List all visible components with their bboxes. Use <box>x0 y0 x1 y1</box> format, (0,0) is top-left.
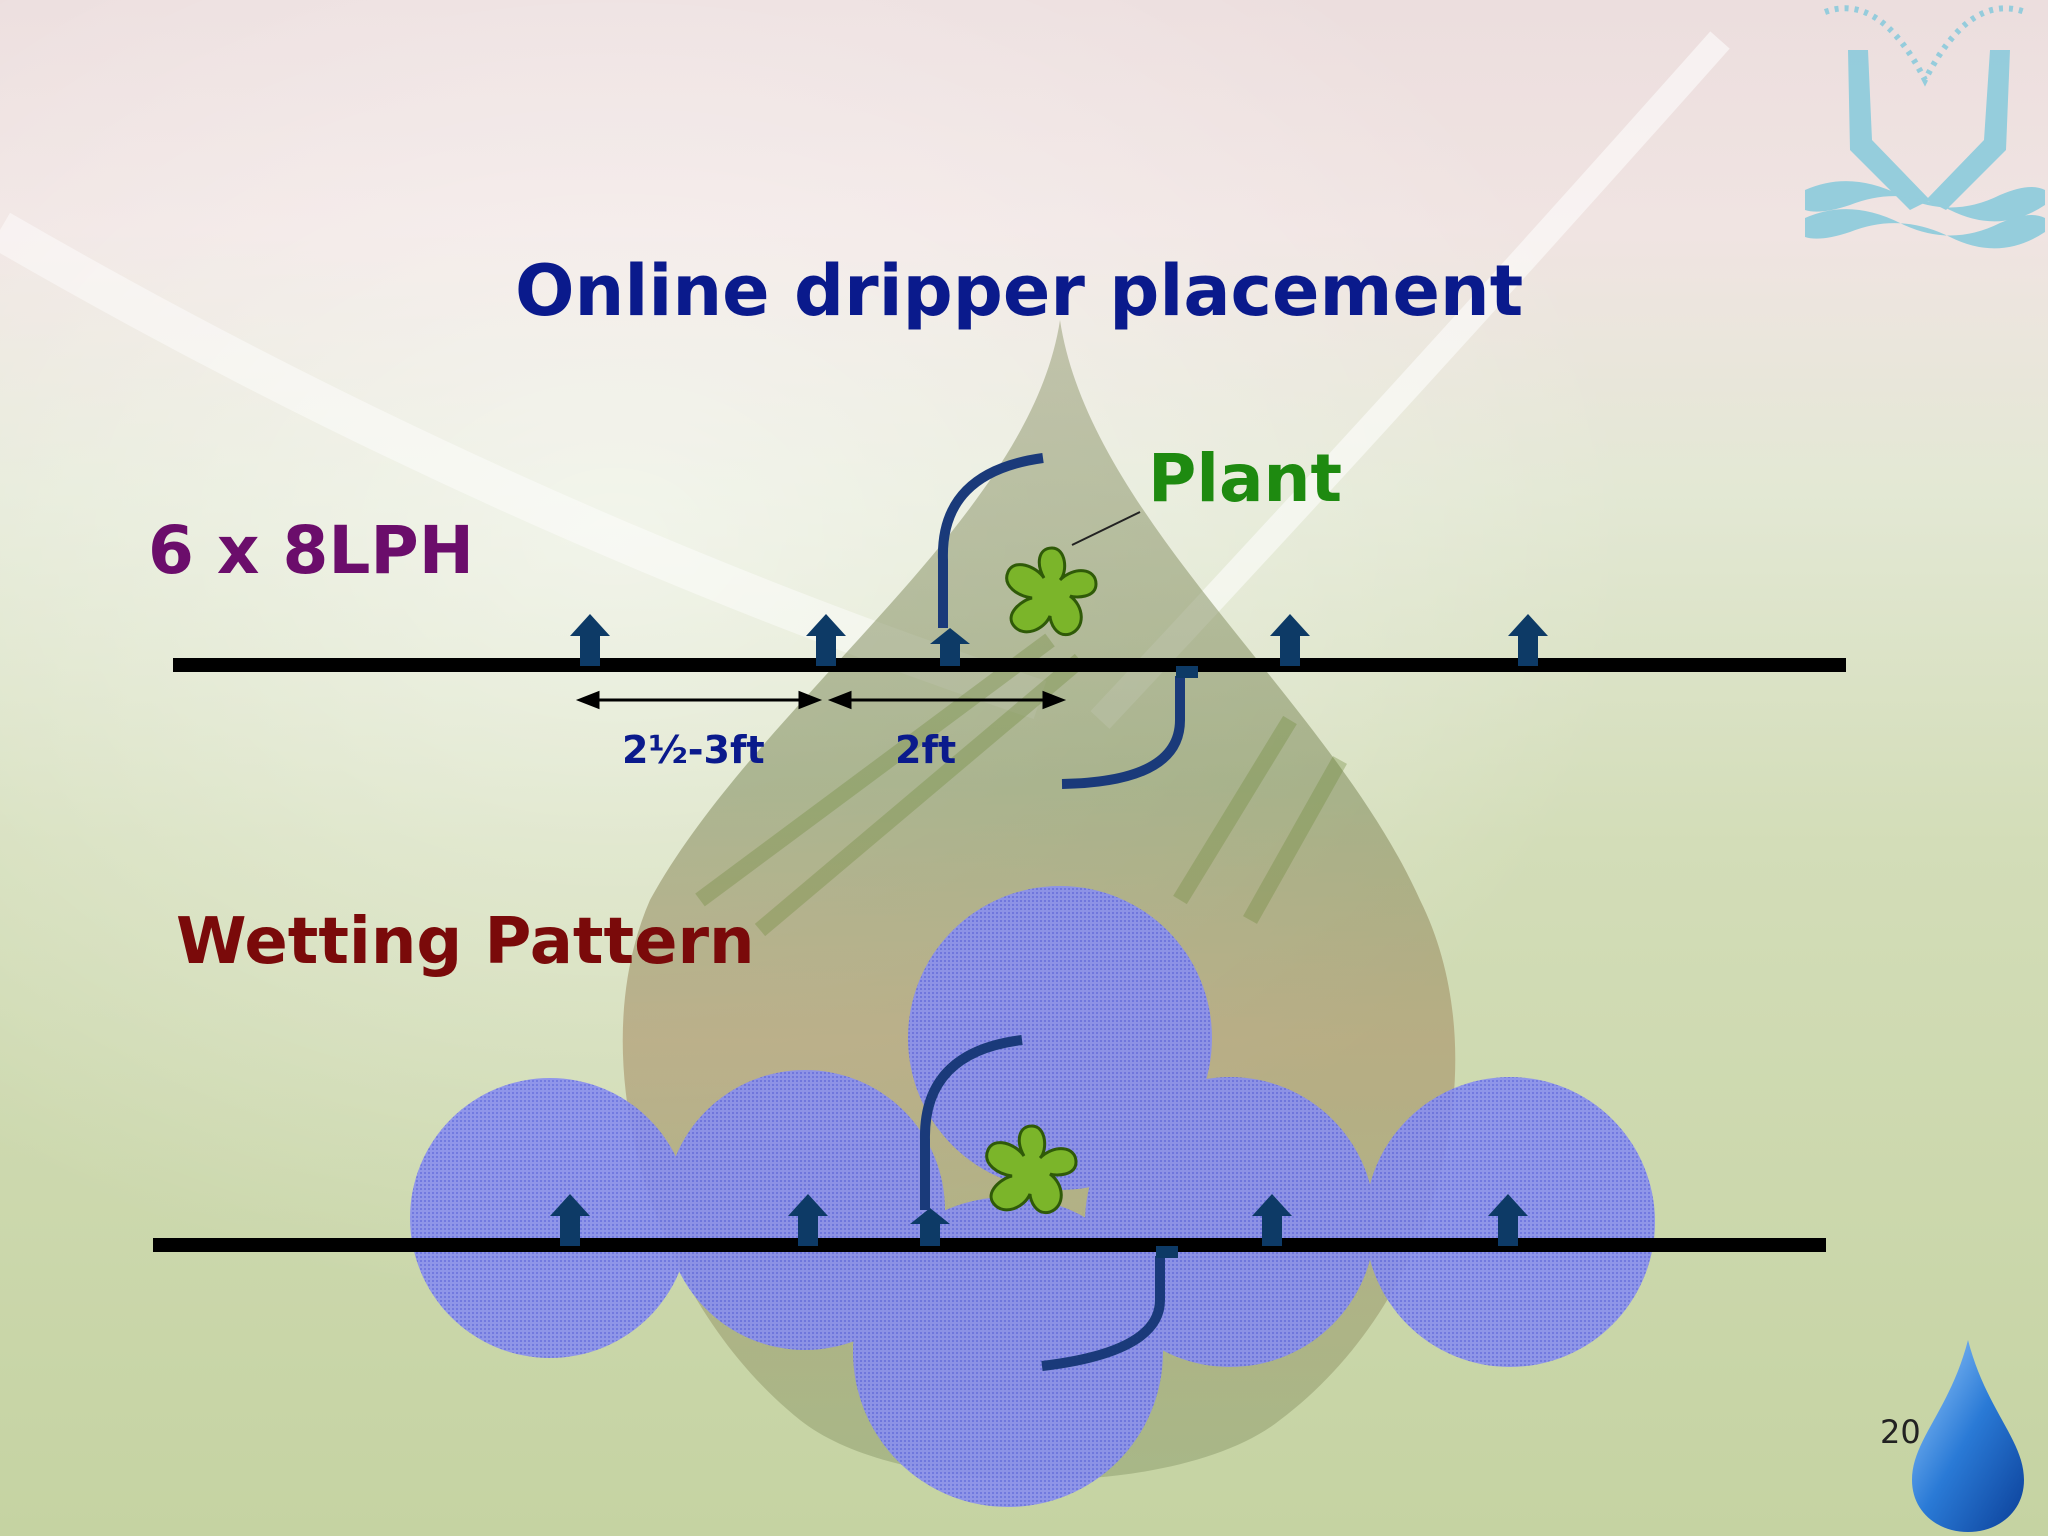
plant-pointer <box>1071 511 1141 546</box>
water-drop-icon <box>1912 1340 2024 1532</box>
microtube-icon <box>919 1035 1023 1210</box>
microtube-connector <box>1156 1246 1178 1258</box>
emitter-spec-label: 6 x 8LPH <box>148 512 475 589</box>
plant-icon <box>1005 546 1098 637</box>
emitter-arrow-icon <box>570 614 1548 666</box>
slide-title: Online dripper placement <box>515 250 1524 332</box>
hands-water-logo-icon <box>1805 5 2045 249</box>
page-number: 20 <box>1880 1413 1921 1451</box>
wetted-area-circles <box>410 886 1655 1507</box>
wetting-pattern-label: Wetting Pattern <box>176 905 755 979</box>
emitter-arrow-icon <box>550 1194 1528 1246</box>
emitter-spacing-label: 2½-3ft <box>622 728 765 772</box>
plant-label: Plant <box>1148 440 1343 517</box>
dimension-arrows <box>575 690 1067 710</box>
plant-icon <box>985 1124 1078 1215</box>
microtube-icon <box>1041 1256 1165 1371</box>
field-rows <box>695 633 1347 937</box>
microtube-icon <box>937 453 1044 628</box>
microtube-connector <box>1176 666 1198 678</box>
microtube-icon <box>1061 676 1185 789</box>
plant-offset-label: 2ft <box>895 728 957 772</box>
